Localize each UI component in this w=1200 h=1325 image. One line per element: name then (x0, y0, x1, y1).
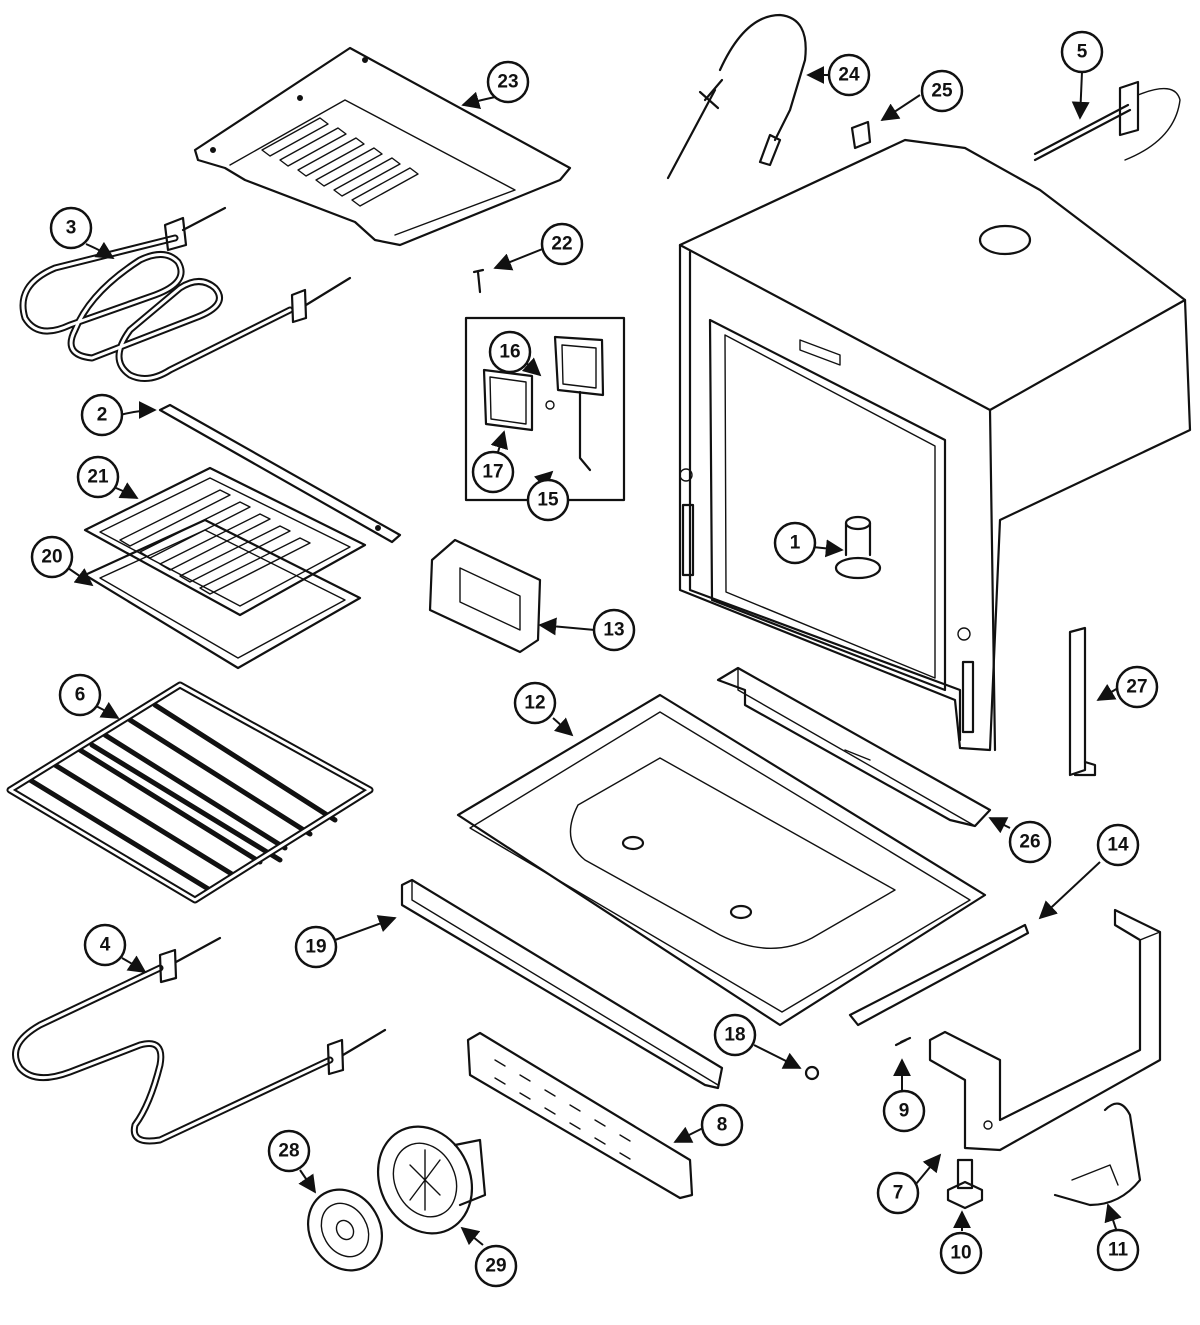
part-25-clip (850, 120, 872, 150)
svg-text:21: 21 (87, 467, 109, 488)
callout-17: 17 (471, 450, 515, 494)
svg-text:22: 22 (551, 234, 572, 255)
svg-text:29: 29 (485, 1256, 506, 1277)
svg-text:1: 1 (790, 533, 801, 554)
svg-text:13: 13 (603, 620, 624, 641)
part-2-strip (158, 403, 402, 544)
part-19-front-rail (400, 878, 724, 1090)
svg-text:25: 25 (931, 81, 953, 102)
svg-text:26: 26 (1019, 832, 1040, 853)
part-9-screw (894, 1036, 912, 1047)
callout-22: 22 (540, 222, 584, 266)
part-26-rear-brace (716, 666, 992, 828)
part-13-light-plate (428, 538, 542, 654)
part-3-upper-element (19, 206, 352, 383)
callout-4: 4 (83, 923, 127, 967)
callout-20: 20 (30, 535, 74, 579)
callout-27: 27 (1115, 665, 1159, 709)
part-24-probe-sensor (666, 13, 807, 180)
part-1-fitting (834, 515, 882, 580)
callout-8: 8 (700, 1103, 744, 1147)
svg-text:8: 8 (717, 1115, 728, 1136)
part-10-leveling-foot (946, 1158, 984, 1210)
svg-text:7: 7 (893, 1183, 904, 1204)
callout-7: 7 (876, 1171, 920, 1215)
svg-text:16: 16 (499, 342, 520, 363)
callout-21: 21 (76, 455, 120, 499)
part-4-lower-element (12, 936, 387, 1145)
callout-19: 19 (294, 925, 338, 969)
callout-12: 12 (513, 681, 557, 725)
callout-10: 10 (939, 1231, 983, 1275)
part-27-bracket (1068, 626, 1097, 777)
callout-5: 5 (1060, 30, 1104, 74)
svg-text:15: 15 (537, 490, 559, 511)
svg-text:28: 28 (278, 1141, 299, 1162)
part-5-oven-sensor (1033, 80, 1181, 162)
callout-11: 11 (1096, 1228, 1140, 1272)
part-18-nut (804, 1065, 820, 1081)
callout-24: 24 (827, 53, 871, 97)
part-6-oven-rack (6, 681, 374, 904)
callout-2: 2 (80, 393, 124, 437)
callout-26: 26 (1008, 820, 1052, 864)
callout-15: 15 (526, 478, 570, 522)
svg-text:18: 18 (724, 1025, 745, 1046)
svg-text:9: 9 (899, 1101, 910, 1122)
svg-text:19: 19 (305, 937, 326, 958)
svg-text:20: 20 (41, 547, 62, 568)
callout-18: 18 (713, 1013, 757, 1057)
svg-text:24: 24 (838, 65, 860, 86)
svg-text:2: 2 (97, 405, 108, 426)
svg-text:6: 6 (75, 685, 86, 706)
svg-text:23: 23 (497, 72, 518, 93)
leader-lines (67, 66, 1122, 1246)
part-8-vent-panel (466, 1031, 694, 1200)
callout-9: 9 (882, 1089, 926, 1133)
callout-6: 6 (58, 673, 102, 717)
callout-28: 28 (267, 1129, 311, 1173)
callout-1: 1 (773, 521, 817, 565)
part-22-screw (472, 268, 485, 294)
svg-text:4: 4 (100, 935, 111, 956)
svg-text:3: 3 (66, 218, 77, 239)
part-14-side-rail (848, 923, 1030, 1027)
part-20-broil-pan (83, 518, 362, 670)
svg-text:27: 27 (1126, 677, 1147, 698)
callout-29: 29 (474, 1244, 518, 1288)
svg-text:14: 14 (1107, 835, 1129, 856)
part-12-oven-bottom (456, 693, 987, 1027)
part-21-broil-pan-insert (83, 466, 367, 617)
callout-16: 16 (488, 330, 532, 374)
part-11-anti-tip-clip (1053, 1102, 1142, 1207)
part-28-fan-cover (307, 1188, 383, 1272)
oven-cavity (678, 138, 1192, 752)
callout-14: 14 (1096, 823, 1140, 867)
svg-text:11: 11 (1108, 1240, 1129, 1261)
part-7-leg-bracket (928, 908, 1162, 1152)
svg-text:10: 10 (950, 1243, 971, 1264)
svg-text:12: 12 (524, 693, 545, 714)
svg-text:17: 17 (482, 462, 503, 483)
callout-25: 25 (920, 69, 964, 113)
svg-text:5: 5 (1077, 42, 1088, 63)
callout-3: 3 (49, 206, 93, 250)
callout-13: 13 (592, 608, 636, 652)
part-29-fan-motor (376, 1125, 487, 1235)
callout-23: 23 (486, 60, 530, 104)
part-23-broil-cover (193, 46, 572, 247)
